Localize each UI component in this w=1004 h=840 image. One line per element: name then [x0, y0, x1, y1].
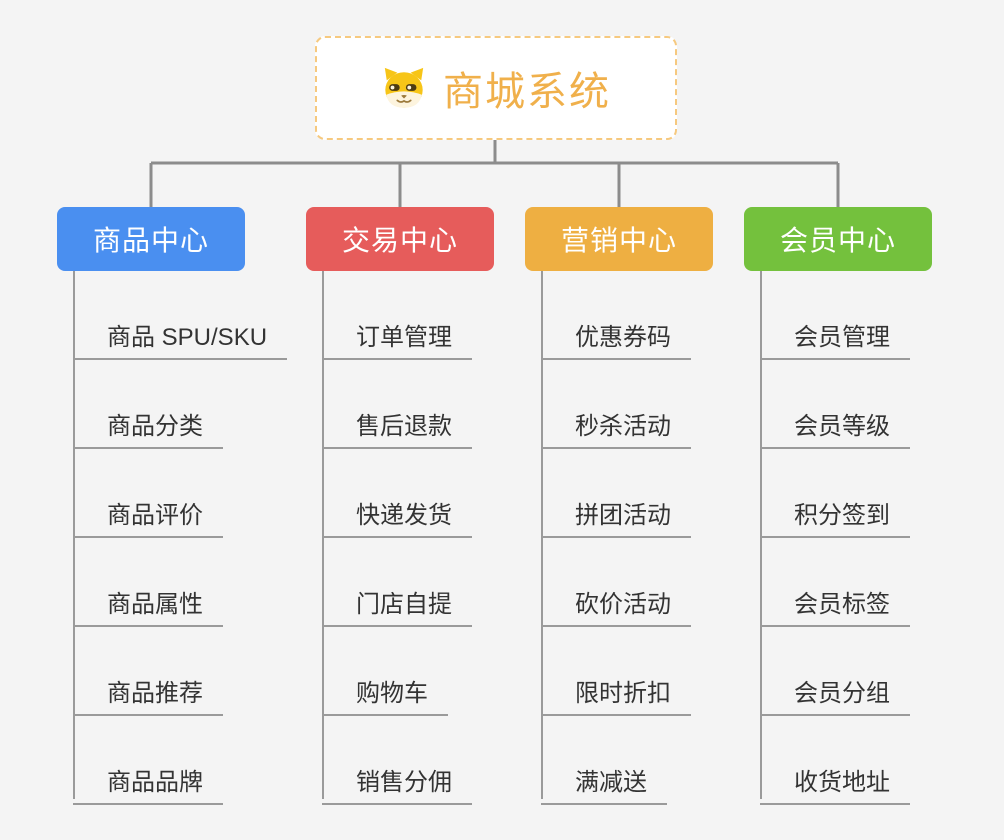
branch-item-label[interactable]: 商品 SPU/SKU: [73, 317, 288, 360]
branch-item-label[interactable]: 满减送: [541, 762, 667, 805]
branch-item-label[interactable]: 门店自提: [322, 584, 472, 627]
branch-item: 满减送: [541, 716, 691, 805]
branch-item: 会员分组: [760, 627, 910, 716]
branch-item: 商品评价: [73, 449, 287, 538]
branch-item: 商品分类: [73, 360, 287, 449]
branch-item-label[interactable]: 会员管理: [760, 317, 910, 360]
branch-item: 商品品牌: [73, 716, 287, 805]
branch-item: 售后退款: [322, 360, 472, 449]
branch-header-2[interactable]: 营销中心: [525, 207, 713, 271]
branch-header-label: 会员中心: [779, 225, 896, 256]
branch-header-label: 营销中心: [560, 225, 677, 256]
branch-item-label[interactable]: 购物车: [322, 673, 448, 716]
branch-item-label[interactable]: 订单管理: [322, 317, 472, 360]
branch-item-label[interactable]: 砍价活动: [541, 584, 691, 627]
branch-item-label[interactable]: 收货地址: [760, 762, 910, 805]
branch-item-label[interactable]: 商品评价: [73, 495, 223, 538]
branch-item-label[interactable]: 会员分组: [760, 673, 910, 716]
branch-item-column: 商品 SPU/SKU 商品分类商品评价商品属性商品推荐商品品牌: [73, 271, 288, 805]
branch-spine-line: [73, 271, 75, 799]
branch-header-1[interactable]: 交易中心: [306, 207, 494, 271]
branch-item: 限时折扣: [541, 627, 691, 716]
branch-item: 收货地址: [760, 716, 910, 805]
branch-item-label[interactable]: 积分签到: [760, 495, 910, 538]
branch-item: 购物车: [322, 627, 472, 716]
branch-item: 拼团活动: [541, 449, 691, 538]
branch-header-3[interactable]: 会员中心: [744, 207, 932, 271]
branch-item: 商品属性: [73, 538, 287, 627]
branch-item-label[interactable]: 商品属性: [73, 584, 223, 627]
branch-spine-line: [760, 271, 762, 799]
branch-item: 商品 SPU/SKU: [73, 271, 288, 360]
dog-face-icon: [381, 65, 427, 111]
branch-item: 秒杀活动: [541, 360, 691, 449]
branch-spine-line: [322, 271, 324, 799]
branch-item: 会员管理: [760, 271, 910, 360]
branch-item-column: 会员管理会员等级积分签到会员标签会员分组收货地址: [760, 271, 910, 805]
branch-item-label[interactable]: 商品分类: [73, 406, 223, 449]
branch-item-label[interactable]: 销售分佣: [322, 762, 472, 805]
branch-item: 销售分佣: [322, 716, 472, 805]
branch-header-0[interactable]: 商品中心: [57, 207, 245, 271]
branch-item-label[interactable]: 限时折扣: [541, 673, 691, 716]
root-title: 商城系统: [443, 70, 611, 114]
branch-item-label[interactable]: 会员等级: [760, 406, 910, 449]
branch-item: 快递发货: [322, 449, 472, 538]
branch-item: 积分签到: [760, 449, 910, 538]
branch-header-label: 交易中心: [341, 225, 458, 256]
branch-item-label[interactable]: 商品品牌: [73, 762, 223, 805]
branch-item-label[interactable]: 拼团活动: [541, 495, 691, 538]
branch-item: 会员标签: [760, 538, 910, 627]
branch-item: 商品推荐: [73, 627, 287, 716]
branch-item-column: 优惠券码秒杀活动拼团活动砍价活动限时折扣满减送: [541, 271, 691, 805]
branch-item: 优惠券码: [541, 271, 691, 360]
branch-item: 门店自提: [322, 538, 472, 627]
branch-item: 会员等级: [760, 360, 910, 449]
branch-item: 订单管理: [322, 271, 472, 360]
branch-item: 砍价活动: [541, 538, 691, 627]
root-node[interactable]: 商城系统: [315, 36, 677, 140]
branch-item-label[interactable]: 快递发货: [322, 495, 472, 538]
branch-item-column: 订单管理售后退款快递发货门店自提购物车销售分佣: [322, 271, 472, 805]
branch-item-label[interactable]: 秒杀活动: [541, 406, 691, 449]
branch-spine-line: [541, 271, 543, 799]
branch-item-label[interactable]: 售后退款: [322, 406, 472, 449]
branch-item-label[interactable]: 商品推荐: [73, 673, 223, 716]
branch-item-label[interactable]: 会员标签: [760, 584, 910, 627]
branch-header-label: 商品中心: [92, 225, 209, 256]
branch-item-label[interactable]: 优惠券码: [541, 317, 691, 360]
